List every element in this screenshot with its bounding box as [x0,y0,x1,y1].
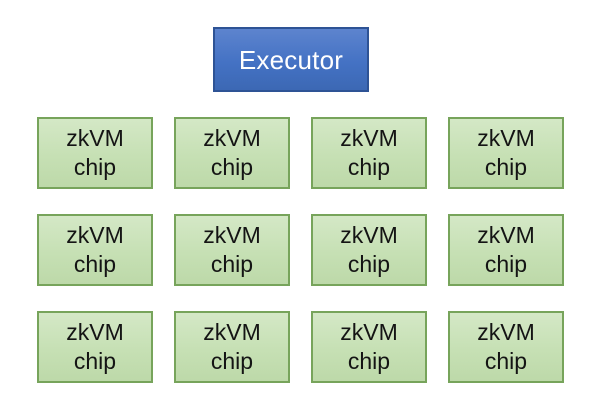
zkvm-chip: zkVM chip [311,117,427,189]
chip-label-line1: zkVM [66,222,124,248]
zkvm-chip: zkVM chip [37,311,153,383]
zkvm-chip: zkVM chip [174,214,290,286]
chip-label-line1: zkVM [340,319,398,345]
zkvm-chip: zkVM chip [448,117,564,189]
zkvm-chip: zkVM chip [174,311,290,383]
zkvm-chip: zkVM chip [311,214,427,286]
chip-label-line2: chip [484,251,528,277]
chip-label-line1: zkVM [66,125,124,151]
executor-label: Executor [238,44,344,75]
chip-label-line2: chip [347,348,391,374]
chip-label-line2: chip [210,251,254,277]
zkvm-chip: zkVM chip [37,214,153,286]
zkvm-chip: zkVM chip [37,117,153,189]
chip-label-line1: zkVM [66,319,124,345]
chip-label-line2: chip [73,154,117,180]
chip-label-line1: zkVM [203,319,261,345]
executor-box: Executor [213,27,369,92]
chip-label-line1: zkVM [340,125,398,151]
zkvm-chip: zkVM chip [311,311,427,383]
chip-label-line2: chip [484,154,528,180]
zkvm-chip-grid: zkVM chip zkVM chip zkVM chip zkVM chip … [37,117,564,383]
chip-label-line1: zkVM [203,125,261,151]
zkvm-chip: zkVM chip [448,214,564,286]
chip-label-line1: zkVM [340,222,398,248]
zkvm-chip: zkVM chip [174,117,290,189]
chip-label-line2: chip [210,154,254,180]
chip-label-line2: chip [347,154,391,180]
chip-label-line2: chip [347,251,391,277]
chip-label-line2: chip [484,348,528,374]
chip-label-line2: chip [73,251,117,277]
chip-label-line2: chip [210,348,254,374]
chip-label-line1: zkVM [203,222,261,248]
chip-label-line1: zkVM [477,222,535,248]
chip-label-line1: zkVM [477,125,535,151]
chip-label-line2: chip [73,348,117,374]
chip-label-line1: zkVM [477,319,535,345]
zkvm-chip: zkVM chip [448,311,564,383]
